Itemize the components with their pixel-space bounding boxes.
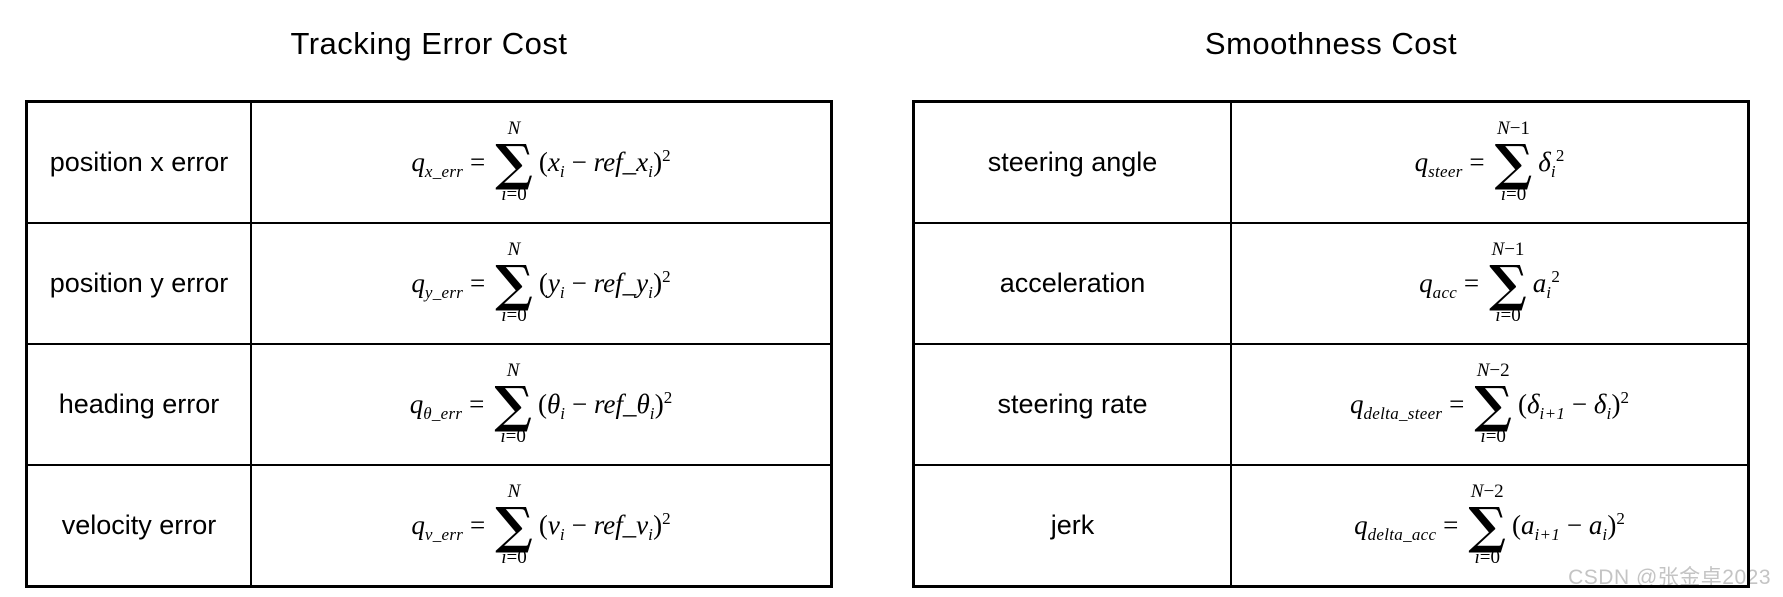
table-row: heading error qθ_err = N ∑ i=0 (θi − ref… [25, 343, 833, 466]
tracking-error-cost-table: position x error qx_err = N ∑ i=0 (xi − … [25, 100, 833, 588]
sum-upper-limit: N [507, 239, 521, 261]
formula-jerk: qdelta_acc = N−2 ∑ i=0 (ai+1 − ai)2 [1232, 466, 1747, 585]
row-label: position y error [25, 222, 252, 345]
formula-lhs: qv_err = [411, 510, 486, 544]
sum-lower-limit: i=0 [501, 184, 527, 205]
formula-heading-error: qθ_err = N ∑ i=0 (θi − ref_θi)2 [252, 345, 830, 464]
sum-upper-limit: N [506, 360, 520, 382]
row-label: position x error [25, 100, 252, 224]
summation: N ∑ i=0 [495, 239, 533, 327]
sum-upper-limit: N−2 [1470, 481, 1504, 503]
sigma-icon: ∑ [1489, 254, 1527, 313]
sigma-icon: ∑ [1468, 496, 1507, 555]
row-label: steering angle [912, 100, 1232, 224]
formula-expression: (yi − ref_yi)2 [538, 266, 671, 302]
formula-expression: (ai+1 − ai)2 [1512, 508, 1625, 544]
smoothness-cost-table: steering angle qsteer = N−1 ∑ i=0 δi2 ac… [912, 100, 1750, 588]
table-row: velocity error qv_err = N ∑ i=0 (vi − re… [25, 464, 833, 588]
formula-cell: qy_err = N ∑ i=0 (yi − ref_yi)2 [250, 222, 833, 345]
formula-cell: qx_err = N ∑ i=0 (xi − ref_xi)2 [250, 100, 833, 224]
sum-upper-limit: N [507, 481, 521, 503]
sum-upper-limit: N−1 [1497, 118, 1530, 140]
table-row: position x error qx_err = N ∑ i=0 (xi − … [25, 100, 833, 224]
row-label: velocity error [25, 464, 252, 588]
formula-cell: qv_err = N ∑ i=0 (vi − ref_vi)2 [250, 464, 833, 588]
summation: N ∑ i=0 [495, 481, 533, 569]
sum-lower-limit: i=0 [501, 305, 527, 326]
formula-position-y-error: qy_err = N ∑ i=0 (yi − ref_yi)2 [252, 224, 830, 343]
table-row: acceleration qacc = N−1 ∑ i=0 ai2 [912, 222, 1750, 345]
formula-expression: (δi+1 − δi)2 [1517, 387, 1629, 423]
tracking-error-cost-title: Tracking Error Cost [290, 26, 568, 61]
summation: N ∑ i=0 [494, 360, 532, 448]
table-row: steering rate qdelta_steer = N−2 ∑ i=0 (… [912, 343, 1750, 466]
formula-cell: qθ_err = N ∑ i=0 (θi − ref_θi)2 [250, 343, 833, 466]
formula-velocity-error: qv_err = N ∑ i=0 (vi − ref_vi)2 [252, 466, 830, 585]
sum-upper-limit: N−2 [1476, 360, 1510, 382]
formula-lhs: qsteer = [1414, 147, 1485, 181]
summation: N−2 ∑ i=0 [1474, 360, 1512, 448]
table-row: steering angle qsteer = N−1 ∑ i=0 δi2 [912, 100, 1750, 224]
formula-cell: qdelta_steer = N−2 ∑ i=0 (δi+1 − δi)2 [1230, 343, 1750, 466]
formula-position-x-error: qx_err = N ∑ i=0 (xi − ref_xi)2 [252, 103, 830, 222]
sum-lower-limit: i=0 [1495, 305, 1521, 326]
formula-lhs: qdelta_acc = [1354, 510, 1459, 544]
formula-cell: qacc = N−1 ∑ i=0 ai2 [1230, 222, 1750, 345]
row-label: heading error [25, 343, 252, 466]
formula-lhs: qy_err = [411, 268, 486, 302]
sum-upper-limit: N [507, 118, 521, 140]
sum-lower-limit: i=0 [500, 426, 526, 447]
sum-upper-limit: N−1 [1491, 239, 1525, 261]
formula-expression: δi2 [1538, 145, 1565, 181]
formula-lhs: qx_err = [411, 147, 486, 181]
row-label: steering rate [912, 343, 1232, 466]
sum-lower-limit: i=0 [1474, 547, 1500, 568]
formula-lhs: qdelta_steer = [1350, 389, 1465, 423]
summation: N−2 ∑ i=0 [1468, 481, 1507, 569]
formula-steering-angle: qsteer = N−1 ∑ i=0 δi2 [1232, 103, 1747, 222]
row-label: acceleration [912, 222, 1232, 345]
formula-acceleration: qacc = N−1 ∑ i=0 ai2 [1232, 224, 1747, 343]
sum-lower-limit: i=0 [1500, 184, 1527, 205]
sigma-icon: ∑ [495, 133, 533, 192]
sigma-icon: ∑ [495, 254, 533, 313]
sum-lower-limit: i=0 [501, 547, 527, 568]
row-label: jerk [912, 464, 1232, 588]
summation: N−1 ∑ i=0 [1494, 118, 1533, 206]
formula-expression: (xi − ref_xi)2 [538, 145, 671, 181]
formula-expression: (vi − ref_vi)2 [538, 508, 671, 544]
formula-steering-rate: qdelta_steer = N−2 ∑ i=0 (δi+1 − δi)2 [1232, 345, 1747, 464]
summation: N ∑ i=0 [495, 118, 533, 206]
formula-expression: ai2 [1532, 266, 1560, 302]
sigma-icon: ∑ [1494, 133, 1533, 192]
table-row: jerk qdelta_acc = N−2 ∑ i=0 (ai+1 − ai)2 [912, 464, 1750, 588]
sigma-icon: ∑ [494, 375, 532, 434]
sum-lower-limit: i=0 [1480, 426, 1506, 447]
sigma-icon: ∑ [495, 496, 533, 555]
formula-lhs: qθ_err = [409, 389, 485, 423]
formula-expression: (θi − ref_θi)2 [537, 387, 673, 423]
smoothness-cost-title: Smoothness Cost [1204, 26, 1458, 61]
sigma-icon: ∑ [1474, 375, 1512, 434]
formula-cell: qsteer = N−1 ∑ i=0 δi2 [1230, 100, 1750, 224]
table-row: position y error qy_err = N ∑ i=0 (yi − … [25, 222, 833, 345]
formula-lhs: qacc = [1419, 268, 1480, 302]
formula-cell: qdelta_acc = N−2 ∑ i=0 (ai+1 − ai)2 [1230, 464, 1750, 588]
summation: N−1 ∑ i=0 [1489, 239, 1527, 327]
